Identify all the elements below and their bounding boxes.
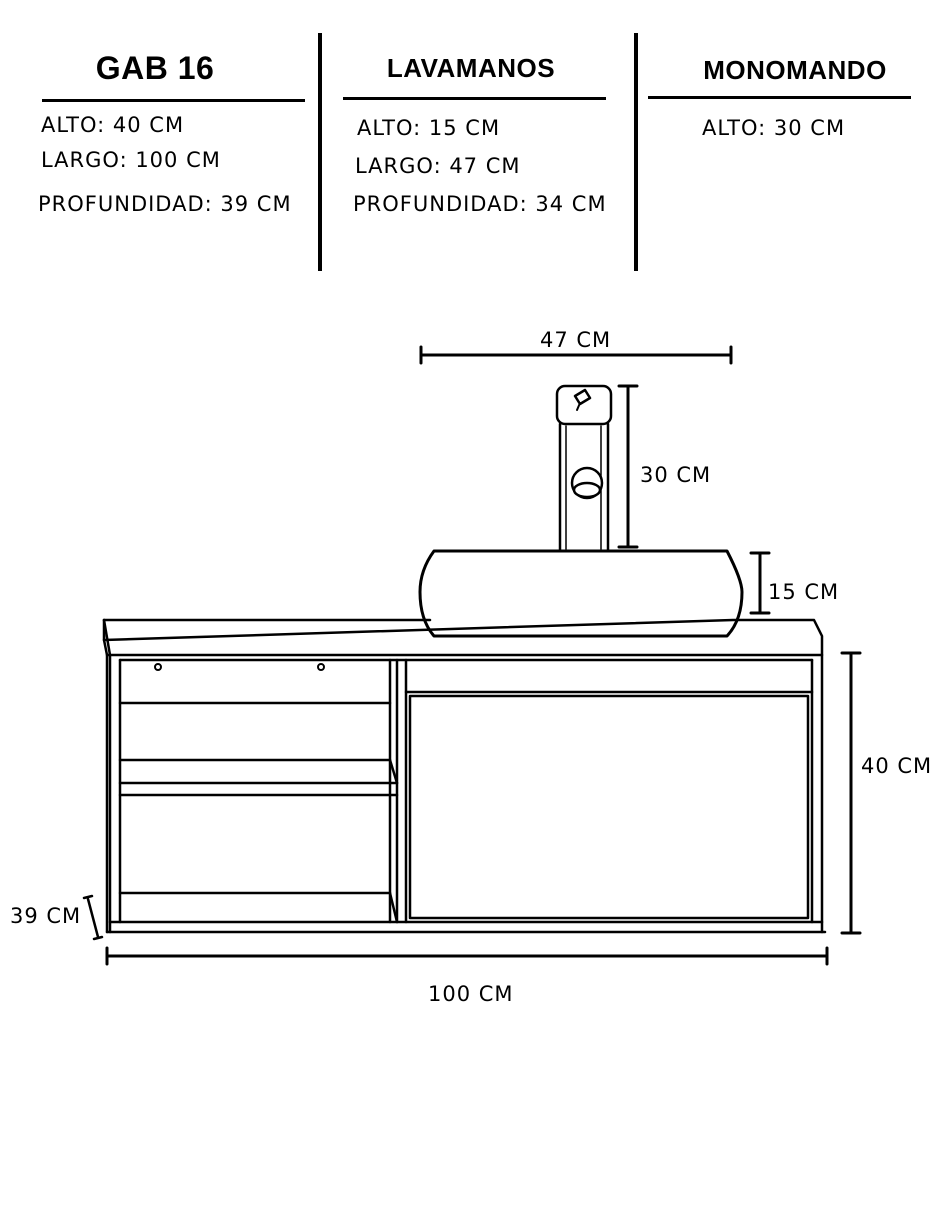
sink-title-underline <box>343 97 606 100</box>
sink-alto: ALTO: 15 CM <box>357 116 501 140</box>
drawer <box>404 658 814 924</box>
open-shelves <box>118 658 399 924</box>
sink-title: LAVAMANOS <box>386 53 556 83</box>
faucet-height-dimension <box>617 384 639 549</box>
sink-width-label: 47 CM <box>540 328 612 352</box>
cabinet-title: GAB 16 <box>95 50 215 86</box>
faucet <box>555 384 613 553</box>
cabinet-profundidad: PROFUNDIDAD: 39 CM <box>38 192 292 216</box>
cabinet-depth-label: 39 CM <box>10 904 82 928</box>
cabinet-largo: LARGO: 100 CM <box>41 148 221 172</box>
faucet-title: MONOMANDO <box>703 55 887 85</box>
cabinet-height-label: 40 CM <box>861 754 933 778</box>
cabinet-alto: ALTO: 40 CM <box>41 113 185 137</box>
column-divider-1 <box>318 33 322 271</box>
cabinet-width-label: 100 CM <box>428 982 514 1006</box>
shelf-pegs <box>154 663 325 671</box>
cabinet-width-dimension <box>105 946 829 966</box>
faucet-alto: ALTO: 30 CM <box>702 116 846 140</box>
faucet-title-underline <box>648 96 911 99</box>
sink-width-dimension <box>419 345 733 365</box>
faucet-height-label: 30 CM <box>640 463 712 487</box>
vessel-sink <box>418 549 744 638</box>
cabinet-title-underline <box>42 99 305 102</box>
sink-profundidad: PROFUNDIDAD: 34 CM <box>353 192 607 216</box>
sink-largo: LARGO: 47 CM <box>355 154 521 178</box>
cabinet-height-dimension <box>840 651 862 935</box>
sink-height-label: 15 CM <box>768 580 840 604</box>
cabinet-depth-dimension <box>82 894 104 941</box>
sink-height-dimension <box>749 551 771 615</box>
column-divider-2 <box>634 33 638 271</box>
cabinet-body <box>105 653 827 934</box>
